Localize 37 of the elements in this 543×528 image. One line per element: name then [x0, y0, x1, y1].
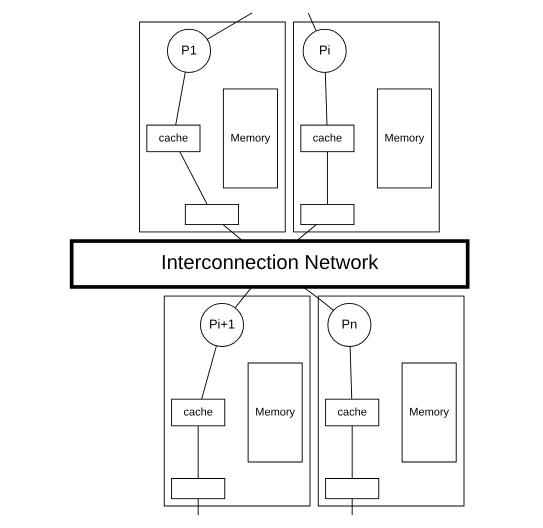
connector: [326, 151, 328, 204]
node-box: cache: [171, 398, 226, 426]
node-box: [171, 478, 226, 500]
connector: [296, 224, 317, 242]
connector: [207, 12, 253, 40]
node-circle: Pn: [327, 302, 372, 347]
connector: [352, 426, 353, 479]
node-box: Memory: [222, 88, 278, 188]
node-box: Interconnection Network: [70, 239, 470, 289]
connector: [352, 498, 353, 516]
connector: [234, 286, 252, 308]
node-box: cache: [325, 398, 380, 426]
connector: [179, 151, 208, 204]
node-box: [325, 478, 380, 500]
node-box: [184, 204, 239, 226]
connector: [302, 286, 334, 311]
node-circle: Pi: [302, 28, 347, 73]
cluster: [164, 296, 310, 506]
cluster: [318, 296, 464, 506]
node-box: Memory: [402, 362, 457, 462]
node-circle: P1: [167, 28, 211, 73]
node-box: [300, 204, 354, 226]
node-box: cache: [146, 124, 200, 152]
connector: [324, 72, 328, 126]
connector: [308, 12, 317, 32]
connector: [175, 72, 186, 126]
cluster: [293, 22, 440, 232]
connector: [222, 224, 244, 242]
cluster: [139, 22, 286, 232]
node-box: cache: [300, 124, 354, 152]
node-circle: Pi+1: [200, 302, 244, 347]
connector: [198, 498, 199, 516]
connector: [201, 346, 217, 400]
connector: [198, 426, 199, 479]
node-box: Memory: [248, 362, 303, 462]
connector: [350, 346, 352, 400]
node-box: Memory: [376, 88, 432, 188]
